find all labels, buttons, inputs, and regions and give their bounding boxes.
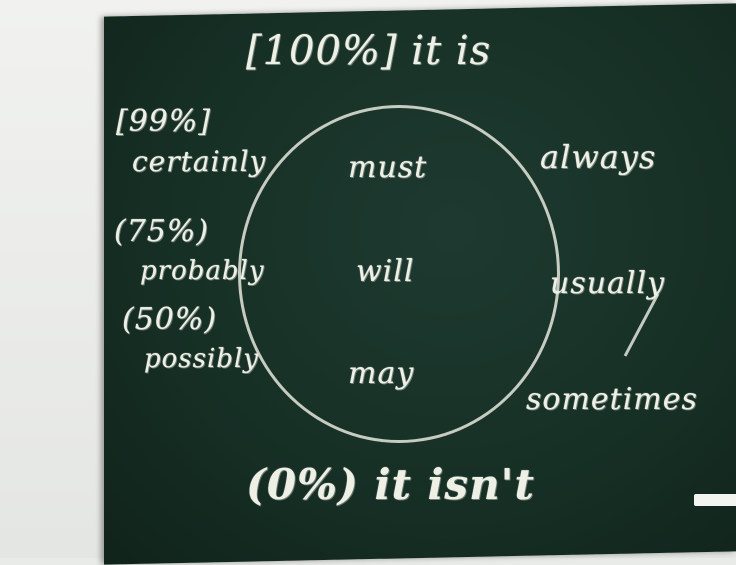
bottom-label: (0%) it isn't	[246, 460, 535, 509]
right-word-1: always	[540, 138, 657, 176]
left-percent-2: (75%)	[114, 214, 210, 249]
inside-word-1: must	[348, 150, 428, 185]
probability-circle	[238, 105, 560, 443]
left-word-1: certainly	[132, 145, 267, 178]
left-word-3: possibly	[144, 344, 259, 374]
right-word-3: sometimes	[526, 382, 698, 417]
left-percent-3: (50%)	[122, 302, 218, 337]
inside-word-3: may	[348, 356, 415, 391]
left-percent-1: [99%]	[116, 104, 212, 139]
left-word-2: probably	[140, 256, 265, 286]
right-word-2: usually	[550, 266, 666, 301]
inside-word-2: will	[356, 254, 415, 289]
chalk-stick	[694, 494, 736, 506]
top-label: [100%] it is	[246, 28, 492, 74]
